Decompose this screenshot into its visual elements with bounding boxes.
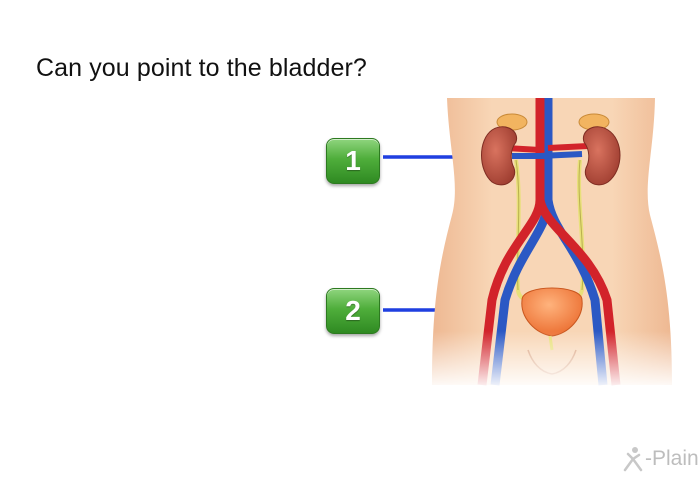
answer-button-1-label: 1 <box>345 145 361 176</box>
x-plain-logo-icon <box>623 447 643 472</box>
logo-text: -Plain <box>645 447 699 470</box>
x-plain-logo: -Plain <box>622 446 699 472</box>
answer-button-2-label: 2 <box>345 295 361 326</box>
answer-button-2[interactable]: 2 <box>326 288 380 334</box>
question-title: Can you point to the bladder? <box>36 54 367 82</box>
answer-button-1[interactable]: 1 <box>326 138 380 184</box>
urinary-system-illustration <box>380 95 680 390</box>
